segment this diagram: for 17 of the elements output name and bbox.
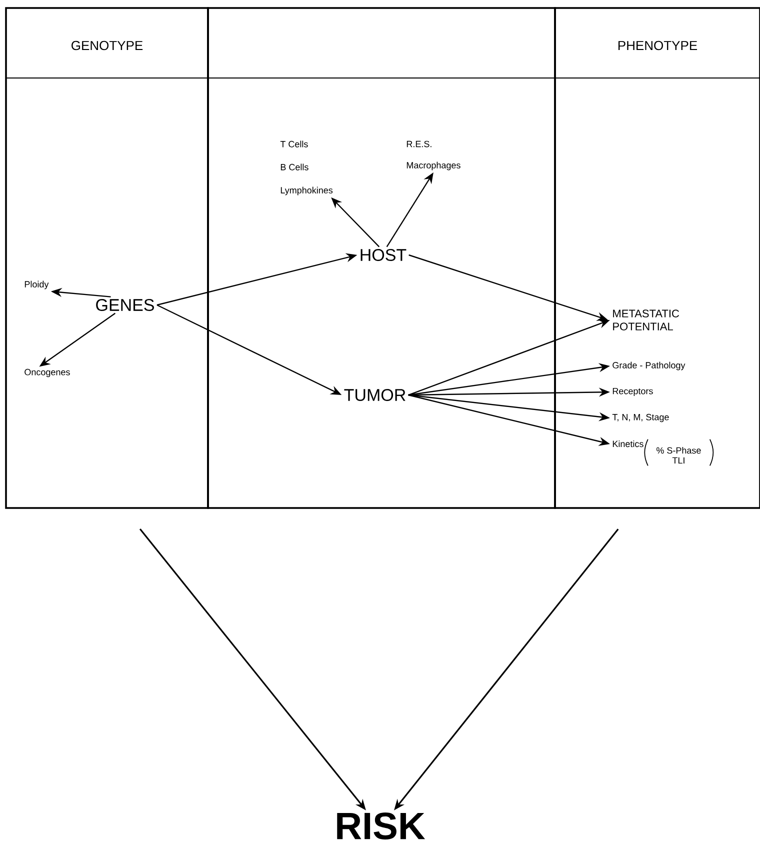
main-term: TUMOR [344,388,406,402]
term-label: Lymphokines [280,186,333,196]
term-label: Ploidy [24,280,49,290]
term-label: T Cells [280,140,308,148]
term-label: R.E.S. [406,140,432,148]
term-label: B Cells [280,164,308,170]
outcome-label: RISK [337,812,426,840]
term-label: METASTATIC POTENTIAL [613,310,680,330]
term-label: Oncogenes [24,368,70,378]
term-label: Kinetics % S-Phase TLI [612,440,701,464]
main-term: HOST [360,248,406,262]
term-label: Macrophages [406,162,460,170]
table-column [207,7,556,509]
term-label: T, N, M, Stage [612,414,669,422]
main-term: GENES [96,298,154,312]
term-label: Grade - Pathology [612,362,686,370]
term-label: Receptors [612,388,653,396]
